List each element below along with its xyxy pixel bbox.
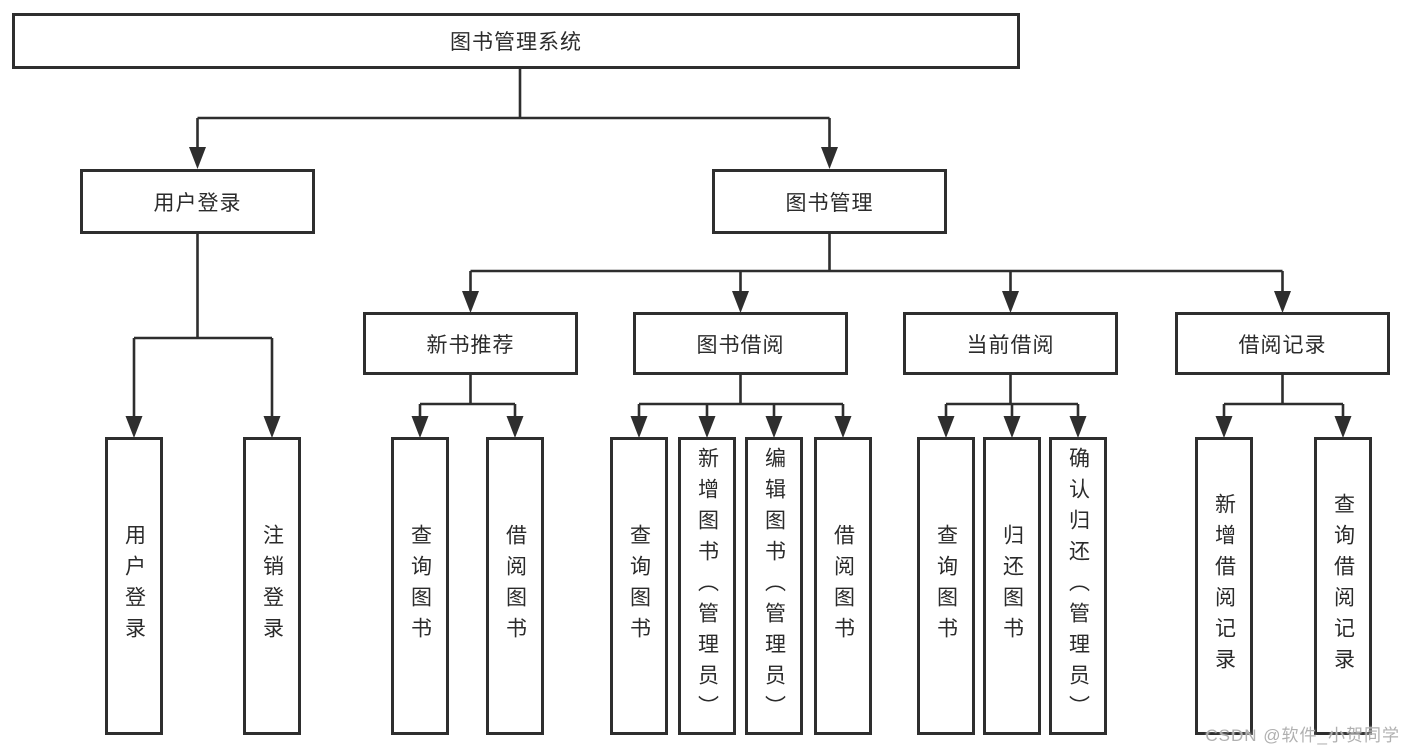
node-borrow-records: 借阅记录 — [1175, 312, 1390, 375]
connector-root-to-level2 — [189, 68, 838, 169]
node-label: 新书推荐 — [426, 333, 515, 357]
node-book-management: 图书管理 — [712, 169, 947, 234]
node-label: 用户登录 — [153, 191, 242, 215]
leaf-label: 查询图书 — [408, 524, 432, 648]
leaf-borrow-books-borrow: 借阅图书 — [814, 437, 872, 735]
node-label: 图书管理 — [785, 191, 874, 215]
leaf-edit-book-admin: 编辑图书（管理员） — [745, 437, 803, 735]
leaf-return-book: 归还图书 — [983, 437, 1041, 735]
connector-bookmgmt-to-level3 — [462, 234, 1291, 313]
leaf-label: 注销登录 — [260, 524, 284, 648]
leaf-user-login: 用户登录 — [105, 437, 163, 735]
connector-records-to-leaves — [1215, 375, 1352, 438]
leaf-label: 归还图书 — [1000, 524, 1024, 648]
leaf-confirm-return-admin: 确认归还（管理员） — [1049, 437, 1107, 735]
node-new-book-recommend: 新书推荐 — [363, 312, 578, 375]
node-root-label: 图书管理系统 — [450, 31, 582, 54]
leaf-label: 用户登录 — [122, 524, 146, 648]
node-book-borrow: 图书借阅 — [633, 312, 848, 375]
connector-currentborrow-to-leaves — [937, 375, 1087, 438]
leaf-label: 查询图书 — [627, 524, 651, 648]
leaf-label: 新增借阅记录 — [1212, 493, 1236, 679]
leaf-label: 借阅图书 — [503, 524, 527, 648]
node-label: 借阅记录 — [1238, 333, 1327, 357]
connector-bookborrow-to-leaves — [630, 375, 852, 438]
leaf-label: 确认归还（管理员） — [1066, 446, 1090, 726]
leaf-label: 查询借阅记录 — [1331, 493, 1355, 679]
leaf-query-borrow-record: 查询借阅记录 — [1314, 437, 1372, 735]
leaf-query-books-borrow: 查询图书 — [610, 437, 668, 735]
node-user-login: 用户登录 — [80, 169, 315, 234]
leaf-label: 查询图书 — [934, 524, 958, 648]
leaf-add-borrow-record: 新增借阅记录 — [1195, 437, 1253, 735]
node-root-system: 图书管理系统 — [12, 13, 1020, 69]
leaf-query-books-newbook: 查询图书 — [391, 437, 449, 735]
leaf-label: 借阅图书 — [831, 524, 855, 648]
node-current-borrow: 当前借阅 — [903, 312, 1118, 375]
connector-userlogin-to-leaves — [125, 234, 281, 438]
node-label: 图书借阅 — [696, 333, 785, 357]
connector-newbook-to-leaves — [411, 375, 524, 438]
leaf-logout: 注销登录 — [243, 437, 301, 735]
leaf-label: 新增图书（管理员） — [695, 446, 719, 726]
watermark: CSDN @软件_小贺同学 — [1205, 726, 1400, 745]
node-label: 当前借阅 — [966, 333, 1055, 357]
leaf-add-book-admin: 新增图书（管理员） — [678, 437, 736, 735]
leaf-borrow-books-newbook: 借阅图书 — [486, 437, 544, 735]
leaf-label: 编辑图书（管理员） — [762, 446, 786, 726]
leaf-query-books-current: 查询图书 — [917, 437, 975, 735]
